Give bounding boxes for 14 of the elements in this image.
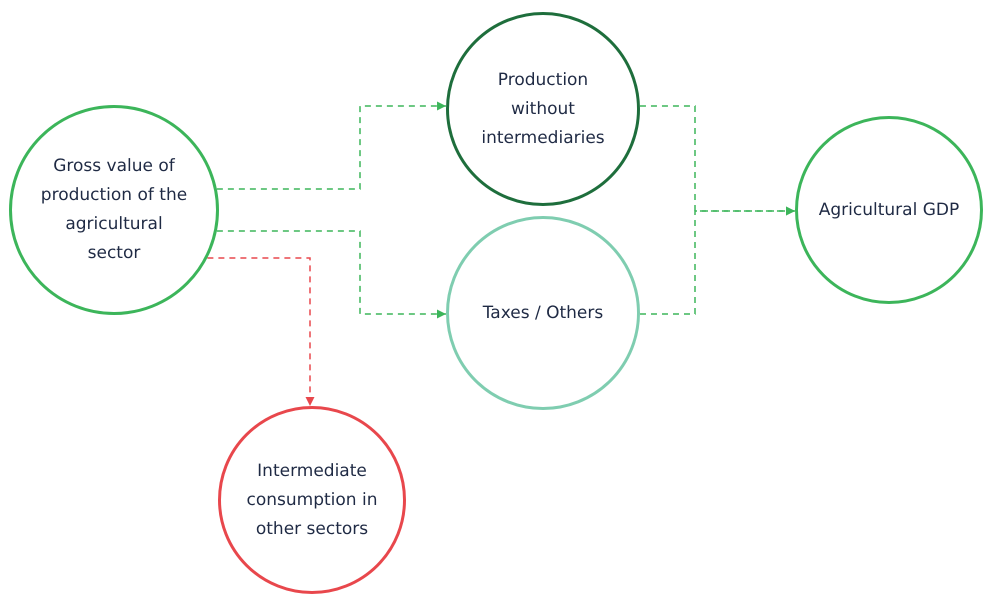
node-label: Intermediate consumption in other sectors — [246, 460, 378, 540]
dashed-arrow — [216, 102, 446, 190]
dashed-arrow — [216, 230, 446, 318]
node-label: Taxes / Others — [482, 302, 604, 324]
node-label: Production without intermediaries — [480, 68, 606, 150]
node-label: Gross value of production of the agricultural sector — [40, 155, 188, 265]
dashed-arrow — [640, 206, 795, 315]
circle-node — [218, 406, 406, 594]
circle-node — [795, 116, 983, 304]
dashed-arrow — [207, 257, 314, 406]
circle-node — [9, 105, 219, 315]
circle-node — [446, 216, 640, 410]
circle-node — [446, 12, 640, 206]
node-label: Agricultural GDP — [818, 198, 960, 222]
